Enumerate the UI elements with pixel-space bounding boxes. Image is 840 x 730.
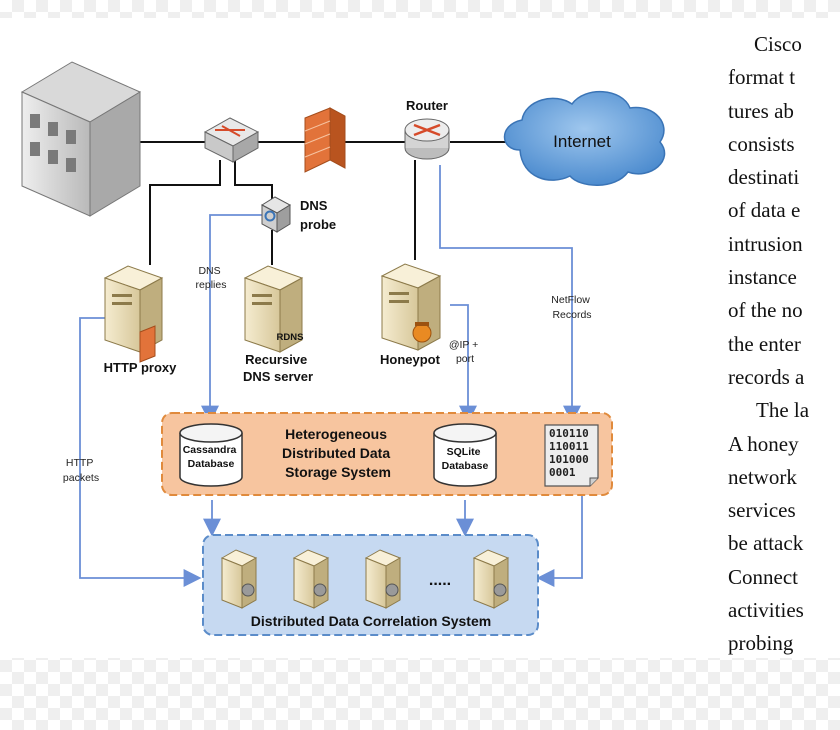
internet-label: Internet [553,132,611,151]
text-line: intrusion [728,231,803,256]
server-icon [243,265,304,353]
text-line: the enter [728,331,801,356]
router-icon [404,118,450,160]
building-icon [20,61,142,217]
data-flow-arrows [79,165,583,587]
paper-body-text: Cisco format t tures ab consists destina… [728,28,840,661]
binary-records-text: 010110 110011 101000 0001 [549,427,595,479]
text-line: be attack [728,531,804,556]
architecture-diagram: Router Internet DNS probe DNS replies HT… [20,61,666,636]
cassandra-label: Cassandra Database [183,444,240,470]
text-line: A honey [728,431,799,456]
text-line: consists [728,131,795,156]
text-line: tures ab [728,98,794,123]
network-links [140,141,520,265]
storage-system-title: Heterogeneous Distributed Data Storage S… [282,426,394,480]
server-icon [103,265,164,363]
switch-icon [203,117,260,163]
text-line: records a [728,364,805,389]
cloud-icon [503,90,666,186]
document-icon [544,424,599,487]
text-line: format t [728,65,796,90]
text-line: destinati [728,165,800,190]
http-packets-label: HTTP packets [63,457,99,484]
rdns-label: RDNS [277,332,304,343]
correlation-system-title: Distributed Data Correlation System [251,613,491,629]
firewall-icon [304,107,346,173]
router-label: Router [406,98,448,113]
probe-icon [260,196,292,233]
text-line: activities [728,598,804,623]
http-proxy-label: HTTP proxy [104,360,177,375]
text-line: services [728,498,796,523]
sqlite-label: SQLite Database [442,446,489,472]
database-icon [179,423,243,487]
database-icon [433,423,497,487]
text-line: instance [728,265,797,290]
text-line: probing [728,631,794,656]
dns-replies-label: DNS replies [196,265,227,291]
text-line: Connect [728,564,798,589]
dns-probe-label: DNS probe [300,198,336,232]
recursive-dns-label: Recursive DNS server [243,352,313,384]
correlation-servers [220,549,510,609]
storage-system-box [161,412,613,496]
text-line: Cisco [754,32,802,56]
server-icon [472,549,510,609]
server-icon [364,549,402,609]
architecture-figure: Router Internet DNS probe DNS replies HT… [0,18,840,658]
server-icon [380,263,442,351]
honeypot-jar-icon [412,322,432,343]
netflow-label: NetFlow Records [551,294,592,321]
text-line: of the no [728,298,803,323]
text-line: of data e [728,198,801,223]
honeypot-label: Honeypot [380,352,441,367]
server-icon [220,549,258,609]
text-line: The la [756,398,810,423]
server-icon [292,549,330,609]
ip-port-label: @IP + port [449,339,481,365]
ellipsis-label: ..... [429,572,451,589]
text-line: network [728,464,797,489]
